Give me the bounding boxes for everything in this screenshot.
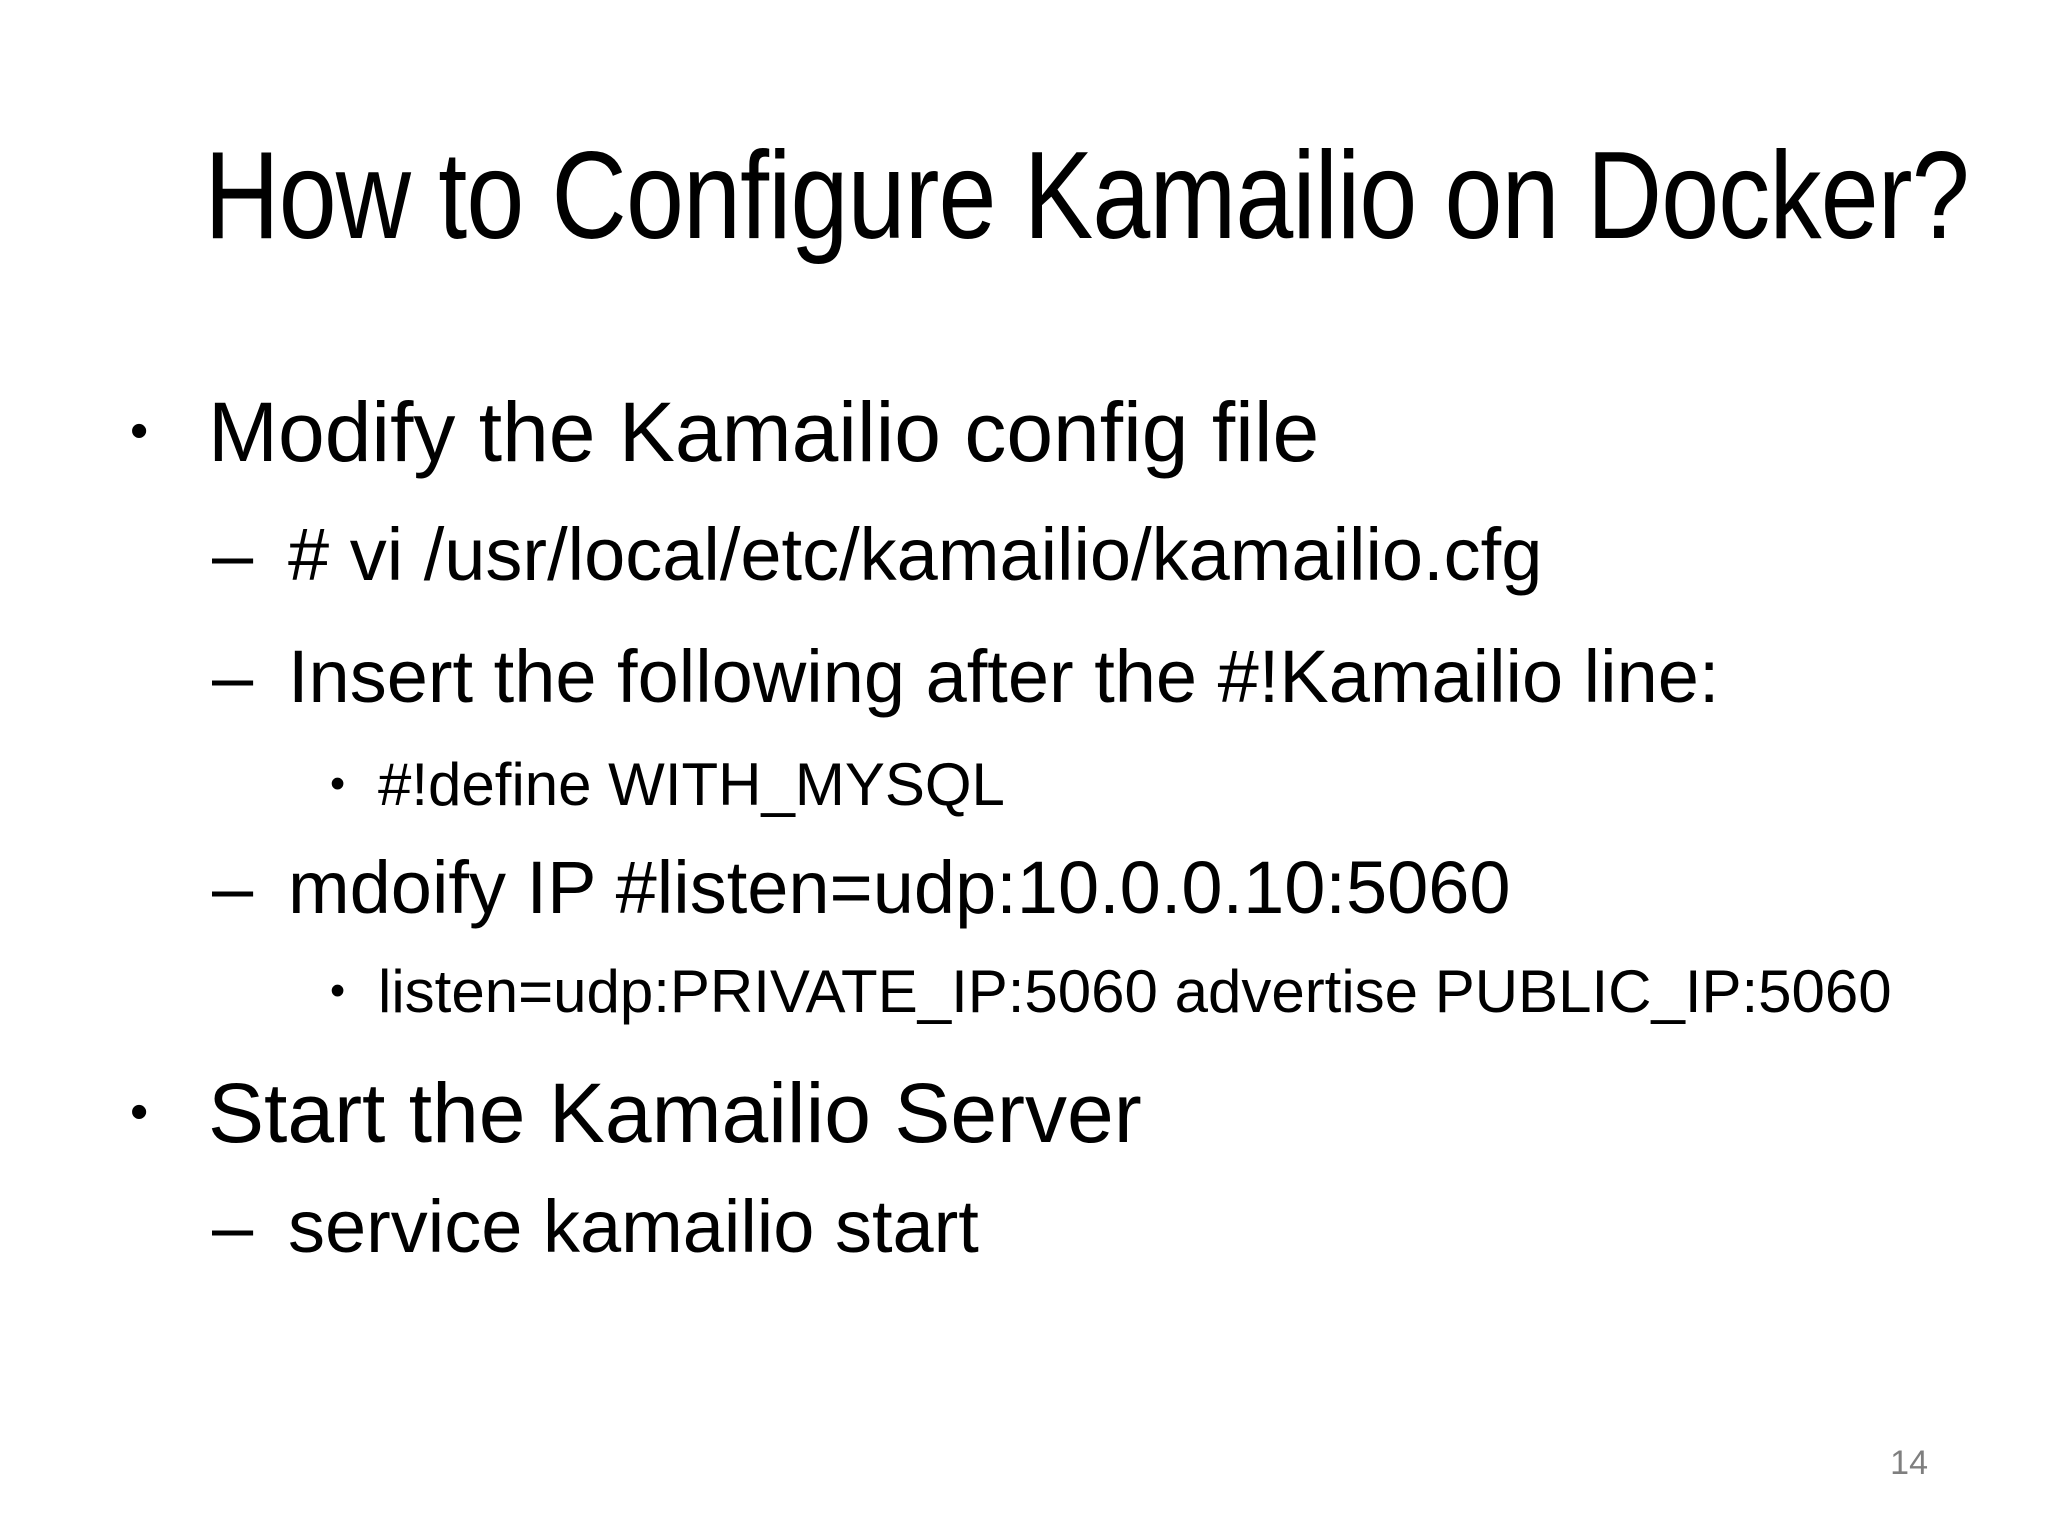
bullet-text: Start the Kamailio Server	[208, 1066, 1142, 1160]
bullet-text: Insert the following after the #!Kamaili…	[288, 635, 1720, 718]
bullet-text: listen=udp:PRIVATE_IP:5060 advertise PUB…	[378, 958, 1892, 1025]
bullet-marker: –	[212, 1185, 254, 1268]
bullet-text: Modify the Kamailio config file	[208, 385, 1320, 479]
bullet-text: # vi /usr/local/etc/kamailio/kamailio.cf…	[288, 513, 1543, 596]
bullet-marker: •	[330, 966, 346, 1015]
bullet-text: service kamailio start	[288, 1185, 979, 1268]
page-number: 14	[1890, 1444, 1928, 1482]
bullet-marker: –	[212, 635, 254, 718]
bullet-marker: –	[212, 513, 254, 596]
bullet-text: #!define WITH_MYSQL	[378, 751, 1005, 818]
bullet-marker: •	[130, 1082, 149, 1141]
bullet-marker: –	[212, 846, 254, 929]
bullet-text: mdoify IP #listen=udp:10.0.0.10:5060	[288, 846, 1511, 929]
slide-title: How to Configure Kamailio on Docker?	[204, 127, 1969, 265]
bullet-marker: •	[330, 759, 346, 808]
bullet-marker: •	[130, 401, 149, 460]
